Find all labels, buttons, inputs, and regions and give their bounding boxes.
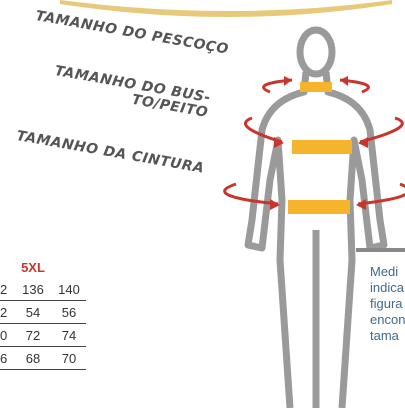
table-cell: 6 bbox=[0, 346, 14, 370]
table-cell: 56 bbox=[52, 300, 86, 324]
size-table-header-row: 5XL bbox=[0, 256, 86, 278]
info-line: encon bbox=[370, 312, 405, 327]
table-cell: 72 bbox=[14, 323, 52, 347]
table-cell: 2 bbox=[0, 300, 14, 324]
table-cell: 2 bbox=[0, 278, 14, 301]
top-decoration bbox=[60, 0, 392, 17]
table-cell: 70 bbox=[52, 346, 86, 370]
bust-band bbox=[292, 140, 352, 154]
waist-arrow-right-head bbox=[356, 199, 366, 210]
body-outline bbox=[244, 26, 388, 408]
neck-band bbox=[300, 82, 332, 92]
info-box: Medi indica figura encon tama bbox=[356, 248, 405, 402]
neck-arrow-right-head bbox=[340, 76, 348, 86]
neck-arrow-left-head bbox=[284, 76, 292, 86]
bust-arrows bbox=[244, 116, 404, 144]
table-cell: 74 bbox=[52, 323, 86, 347]
table-row: 2 54 56 bbox=[0, 300, 86, 324]
info-line: figura bbox=[370, 296, 403, 311]
info-line: tama bbox=[370, 328, 399, 343]
bust-arrow-right-head bbox=[358, 137, 368, 148]
size-header-5xl: 5XL bbox=[21, 259, 45, 275]
waist-arrow-left-head bbox=[270, 199, 280, 210]
waist-band bbox=[288, 200, 350, 214]
table-cell: 136 bbox=[14, 278, 52, 301]
table-cell: 0 bbox=[0, 323, 14, 347]
info-line: indica bbox=[370, 280, 404, 295]
table-row: 0 72 74 bbox=[0, 323, 86, 347]
info-text: Medi indica figura encon tama bbox=[370, 264, 405, 344]
info-line: Medi bbox=[370, 264, 399, 279]
table-row: 2 136 140 bbox=[0, 278, 86, 301]
table-row: 6 68 70 bbox=[0, 346, 86, 370]
size-table: 5XL 2 136 140 2 54 56 0 72 74 6 68 70 bbox=[0, 256, 86, 370]
table-cell: 140 bbox=[52, 278, 86, 301]
table-cell: 54 bbox=[14, 300, 52, 324]
bust-arrow-left-head bbox=[274, 137, 284, 148]
table-cell: 68 bbox=[14, 346, 52, 370]
